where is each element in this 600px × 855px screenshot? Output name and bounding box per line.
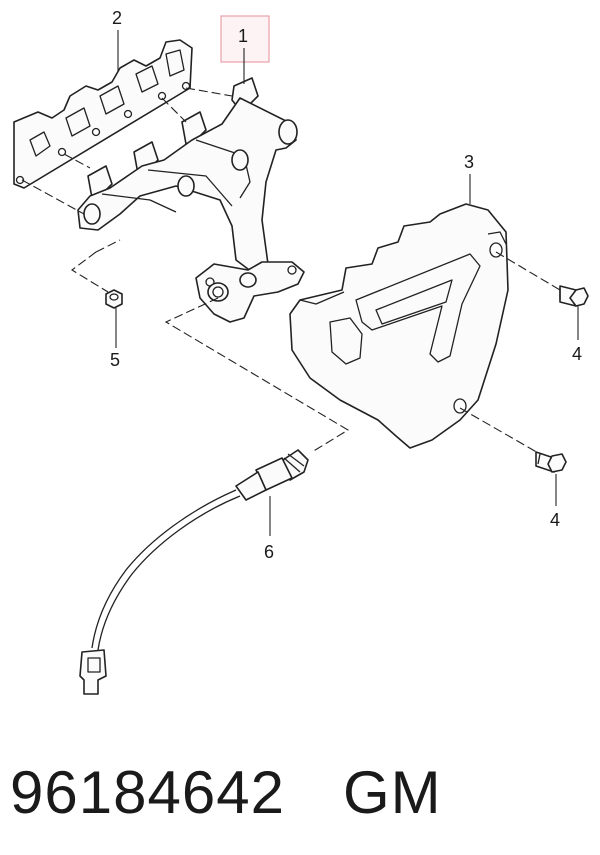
callout-bolt-upper: 4 [572,344,582,364]
exploded-parts-diagram: 2 1 5 [13,8,589,695]
oxygen-sensor[interactable] [79,449,309,695]
callout-oxygen-sensor: 6 [264,542,274,562]
brand-name: GM [342,759,442,826]
exhaust-gasket[interactable] [13,39,193,189]
callout-bolt-lower: 4 [550,510,560,530]
callout-heat-shield: 3 [464,152,474,172]
callout-manifold: 1 [238,26,248,46]
highlight-box [220,15,270,63]
exhaust-manifold[interactable] [77,77,305,323]
callout-gasket: 2 [112,8,122,28]
shield-bolt-upper[interactable] [559,285,589,307]
heat-shield[interactable] [289,203,509,449]
shield-bolt-lower[interactable] [535,451,567,473]
flange-nut[interactable] [105,289,123,309]
part-number-footer: 96184642 GM [10,748,590,838]
callout-nut: 5 [110,350,120,370]
part-number: 96184642 [10,759,285,826]
